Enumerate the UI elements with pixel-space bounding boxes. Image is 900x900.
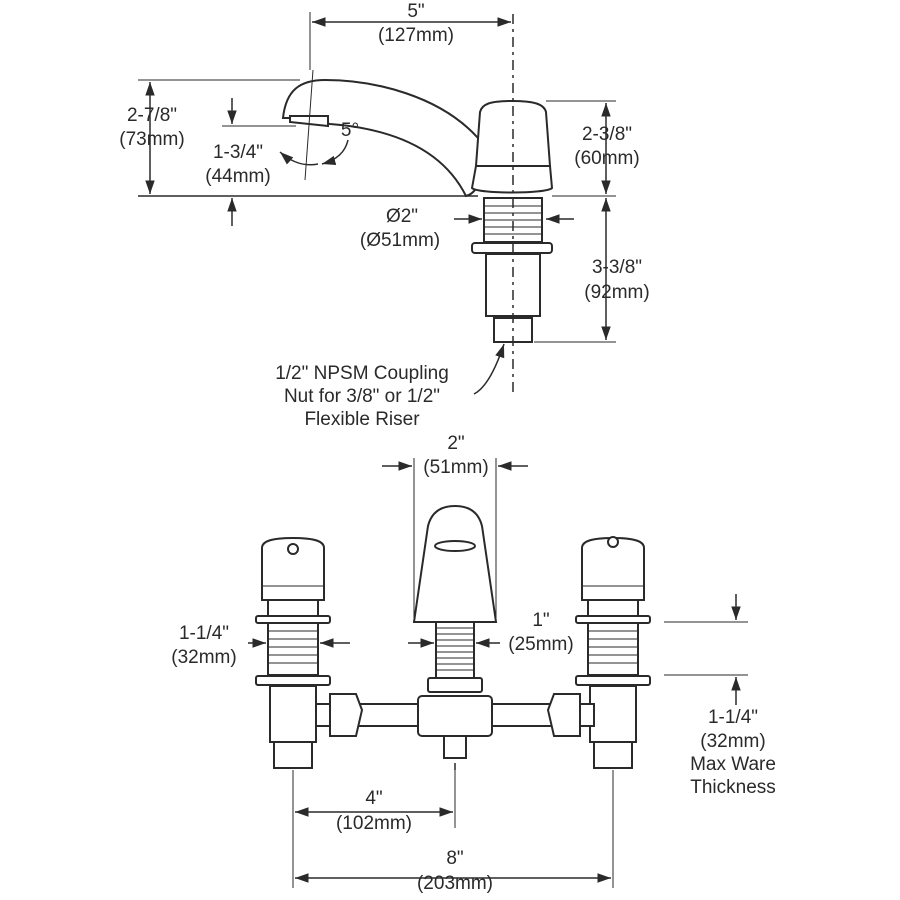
angle-label: 5° <box>341 120 359 141</box>
right-handle-collar <box>587 599 639 617</box>
right-threads <box>588 630 638 664</box>
side-view: 5" (127mm) 2-7/8" (73mm) 1-3/4" (44mm) 5… <box>119 1 649 430</box>
dim-shank-length-mm: (92mm) <box>584 282 649 303</box>
dim-spout-height-mm: (73mm) <box>119 129 184 150</box>
dim-ware-thickness-in: 1-1/4" <box>708 707 758 728</box>
coupling-note-line-2: Nut for 3/8" or 1/2" <box>284 386 440 407</box>
dim-aerator-height-mm: (44mm) <box>205 166 270 187</box>
spout-lock-nut <box>427 677 483 693</box>
left-supply-nut <box>273 741 313 769</box>
left-handle <box>261 536 325 601</box>
front-view: 2" (51mm) 1-1/4" (32mm) 1" (25mm) 1-1/4"… <box>171 433 776 894</box>
spout-body <box>281 78 482 198</box>
right-handle-index <box>607 536 619 548</box>
side-handle-base <box>470 165 554 194</box>
left-valve-body <box>269 685 317 743</box>
coupling-note-line-1: 1/2" NPSM Coupling <box>275 363 449 384</box>
dim-valve-diameter-mm: (32mm) <box>171 647 236 668</box>
right-crossover-nut <box>546 693 581 737</box>
right-valve-body <box>589 685 637 743</box>
spout-bottom-nut <box>443 735 467 759</box>
dim-ware-thickness-mm: (32mm) <box>700 731 765 752</box>
right-supply-nut <box>593 741 633 769</box>
dim-shank-diameter-mm: (Ø51mm) <box>360 230 440 251</box>
angle-arc-2 <box>321 139 349 166</box>
coupling-leader <box>473 343 505 395</box>
left-handle-index <box>287 543 299 555</box>
dim-spout-height-in: 2-7/8" <box>127 105 177 126</box>
right-escutcheon <box>575 615 651 624</box>
dim-handle-height-mm: (60mm) <box>574 148 639 169</box>
left-crossover-nut <box>329 693 364 737</box>
dim-spout-shank-mm: (25mm) <box>508 634 573 655</box>
crossover-tee <box>417 695 493 737</box>
dim-spout-shank-in: 1" <box>532 610 549 631</box>
aerator-axis-line <box>304 69 314 181</box>
right-valve <box>575 536 651 769</box>
dim-spout-reach-mm: (127mm) <box>378 25 454 46</box>
dim-half-spread-mm: (102mm) <box>336 813 412 834</box>
left-lock-nut <box>255 675 331 686</box>
dim-spread-mm: (203mm) <box>417 873 493 894</box>
left-handle-collar <box>267 599 319 617</box>
left-shank <box>267 622 319 676</box>
dim-valve-diameter-in: 1-1/4" <box>179 623 229 644</box>
dim-spout-width-mm: (51mm) <box>423 457 488 478</box>
dim-handle-height-in: 2-3/8" <box>582 124 632 145</box>
dim-spout-width-in: 2" <box>447 433 464 454</box>
angle-arc <box>279 151 319 166</box>
spout-shank-threads <box>436 627 474 671</box>
dim-shank-diameter-in: Ø2" <box>386 206 418 227</box>
dim-spout-reach-in: 5" <box>407 1 424 22</box>
dim-ware-note-line-2: Thickness <box>690 777 776 798</box>
dim-aerator-height-in: 1-3/4" <box>213 142 263 163</box>
front-spout <box>412 504 498 623</box>
left-threads <box>268 630 318 664</box>
dim-half-spread-in: 4" <box>365 788 382 809</box>
coupling-note-line-3: Flexible Riser <box>304 409 420 430</box>
left-escutcheon <box>255 615 331 624</box>
dim-ware-note-line-1: Max Ware <box>690 754 776 775</box>
dim-shank-length-in: 3-3/8" <box>592 257 642 278</box>
dim-spread-in: 8" <box>446 848 463 869</box>
right-lock-nut <box>575 675 651 686</box>
front-spout-outlet <box>434 540 476 552</box>
left-valve <box>255 536 331 769</box>
side-washer <box>471 242 553 254</box>
